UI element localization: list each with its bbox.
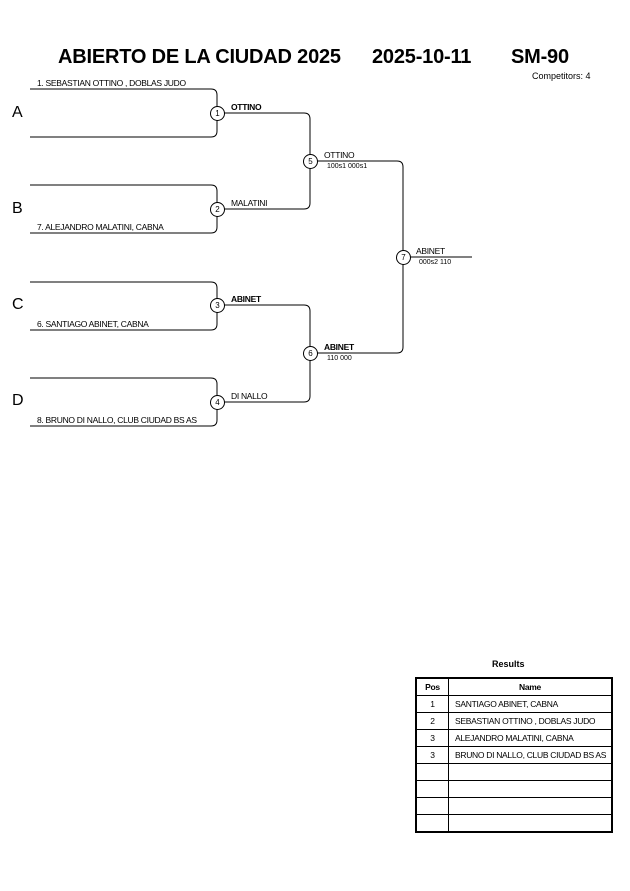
result-name xyxy=(448,763,613,781)
match-7-score: 000s2 110 xyxy=(419,259,452,266)
table-row xyxy=(415,780,613,798)
pool-label-c: C xyxy=(12,296,24,313)
pos-header: Pos xyxy=(415,677,449,696)
pool-a-line xyxy=(30,88,218,138)
competitors-count: Competitors: 4 xyxy=(532,71,591,81)
entrant-6: 6. SANTIAGO ABINET, CABNA xyxy=(37,319,149,329)
result-pos: 2 xyxy=(415,712,449,730)
results-title: Results xyxy=(492,659,525,669)
result-name: SANTIAGO ABINET, CABNA xyxy=(448,695,613,713)
entrant-7: 7. ALEJANDRO MALATINI, CABNA xyxy=(37,222,164,232)
result-pos xyxy=(415,763,449,781)
match-3-winner: ABINET xyxy=(231,294,261,304)
result-pos xyxy=(415,814,449,833)
match-number-4: 4 xyxy=(210,395,225,410)
match-number-6: 6 xyxy=(303,346,318,361)
entrant-1: 1. SEBASTIAN OTTINO , DOBLAS JUDO xyxy=(37,78,186,88)
result-name: ALEJANDRO MALATINI, CABNA xyxy=(448,729,613,747)
pool-label-b: B xyxy=(12,200,23,217)
result-name: SEBASTIAN OTTINO , DOBLAS JUDO xyxy=(448,712,613,730)
pool-label-a: A xyxy=(12,104,23,121)
match-number-3: 3 xyxy=(210,298,225,313)
result-pos xyxy=(415,797,449,815)
event-date: 2025-10-11 xyxy=(372,46,472,68)
pool-label-d: D xyxy=(12,392,24,409)
result-name xyxy=(448,814,613,833)
match-number-5: 5 xyxy=(303,154,318,169)
result-pos xyxy=(415,780,449,798)
event-title: ABIERTO DE LA CIUDAD 2025 xyxy=(58,46,341,68)
match-5-winner: OTTINO xyxy=(324,150,355,160)
match-2-winner: MALATINI xyxy=(231,198,268,208)
name-header: Name xyxy=(448,677,613,696)
match-6-winner: ABINET xyxy=(324,342,354,352)
result-name xyxy=(448,780,613,798)
results-header-row: Pos Name xyxy=(415,677,613,696)
match-7-winner: ABINET xyxy=(416,246,445,256)
match-6-score: 110 000 xyxy=(327,355,352,362)
match-4-winner: DI NALLO xyxy=(231,391,268,401)
match-number-1: 1 xyxy=(210,106,225,121)
match-5-score: 100s1 000s1 xyxy=(327,163,368,170)
result-pos: 1 xyxy=(415,695,449,713)
result-pos: 3 xyxy=(415,746,449,764)
entrant-8: 8. BRUNO DI NALLO, CLUB CIUDAD BS AS xyxy=(37,415,197,425)
match-number-2: 2 xyxy=(210,202,225,217)
table-row xyxy=(415,814,613,833)
match-number-7: 7 xyxy=(396,250,411,265)
match-1-winner: OTTINO xyxy=(231,102,262,112)
table-row xyxy=(415,797,613,815)
table-row xyxy=(415,763,613,781)
result-name xyxy=(448,797,613,815)
result-name: BRUNO DI NALLO, CLUB CIUDAD BS AS xyxy=(448,746,613,764)
result-pos: 3 xyxy=(415,729,449,747)
category-label: SM-90 xyxy=(511,46,569,68)
